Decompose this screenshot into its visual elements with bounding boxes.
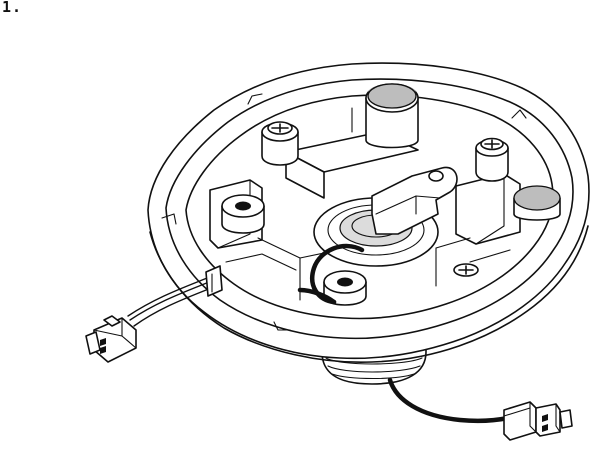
mounting-screw-left xyxy=(261,121,299,166)
connector-plug-left xyxy=(85,315,137,363)
internal-wire xyxy=(297,243,365,305)
lower-boss xyxy=(323,270,367,306)
right-post xyxy=(513,185,561,221)
mounting-screw-right xyxy=(475,137,509,182)
step-number: 1. xyxy=(2,0,23,16)
mounting-screw-bottom xyxy=(453,263,479,277)
connector-plug-right xyxy=(503,401,573,441)
wire-harness-right xyxy=(387,377,511,424)
left-boss xyxy=(221,194,265,234)
latch-lever xyxy=(371,166,458,235)
wire-harness-left xyxy=(127,265,223,327)
top-post xyxy=(365,83,419,149)
